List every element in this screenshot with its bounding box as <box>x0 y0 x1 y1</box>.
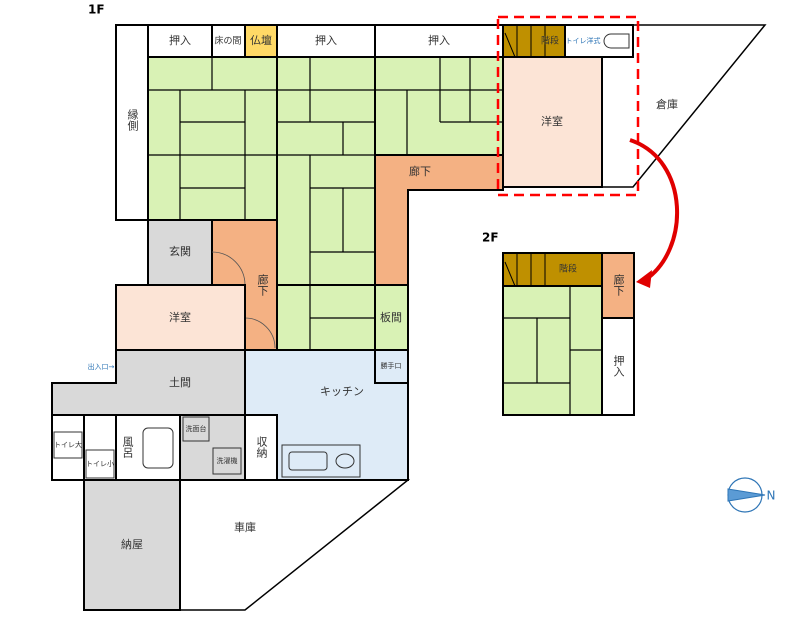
western-room-lower <box>115 284 246 351</box>
western-room-upper-label: 洋室 <box>541 114 563 128</box>
itama-label: 板間 <box>380 310 402 324</box>
storehouse <box>602 24 767 188</box>
bath-label: 風呂 <box>121 436 134 459</box>
oshiire-2f-label: 押入 <box>612 354 625 377</box>
oshiire-3-label: 押入 <box>428 33 450 47</box>
engawa-label: 縁側 <box>126 108 139 131</box>
entrance-label: 出入口→ <box>88 362 115 371</box>
floor-label-1f: 1F <box>88 3 105 17</box>
bathtub <box>142 427 174 469</box>
oshiire-1-label: 押入 <box>169 33 191 47</box>
kitchen-label: キッチン <box>320 385 364 398</box>
floor-label-2f: 2F <box>482 231 499 245</box>
toilet-small-label: トイレ小 <box>86 459 114 468</box>
washer <box>212 447 242 475</box>
oshiire-2-label: 押入 <box>315 33 337 47</box>
back-door-label: 勝手口 <box>381 361 402 370</box>
oshiire-3 <box>374 24 504 58</box>
western-room-upper <box>502 56 603 188</box>
arrow-to-2f <box>629 138 680 282</box>
washer-label: 洗濯機 <box>217 456 238 465</box>
hallway-upper-label: 廊下 <box>409 164 431 178</box>
arrow-head-icon <box>636 270 652 288</box>
doma <box>51 349 246 416</box>
second-floor: 階段 廊下 押入 <box>502 252 635 416</box>
tatami-room-3 <box>374 56 504 156</box>
garage-label: 車庫 <box>234 520 256 534</box>
compass: N <box>727 477 776 513</box>
stairs-1f <box>502 24 566 58</box>
barn <box>83 479 181 611</box>
storage <box>244 414 278 481</box>
highlight-box <box>496 15 640 197</box>
hallway-2f-label: 廊下 <box>612 273 625 297</box>
compass-north-label: N <box>767 489 776 503</box>
stairs-2f <box>502 252 603 287</box>
stairs-2f-label: 階段 <box>559 263 577 275</box>
first-floor: 縁側 押入 床の間 仏壇 押入 押入 廊下 玄関 廊下 洋室 板間 出入口→ <box>51 15 767 611</box>
kitchen-sink <box>281 444 361 478</box>
storage-label: 収納 <box>255 436 268 459</box>
toilet-large-label: トイレ大 <box>54 440 82 449</box>
barn-label: 納屋 <box>121 538 143 551</box>
washbasin-label: 洗面台 <box>186 424 207 433</box>
genkan <box>147 219 213 286</box>
tatami-room-2 <box>276 56 376 286</box>
hallway-mid-label: 廊下 <box>256 273 269 297</box>
doma-label: 土間 <box>169 376 191 389</box>
oshiire-2f <box>601 317 635 416</box>
toilet-western-label: トイレ洋式 <box>566 36 601 45</box>
door-swing <box>211 251 276 349</box>
hallway-upper <box>374 154 504 286</box>
tatami-mats <box>148 57 503 285</box>
garage <box>180 479 411 611</box>
hallway-2f <box>601 252 635 319</box>
washbasin <box>182 416 210 442</box>
back-door <box>374 349 409 384</box>
toilet-bowl-icon <box>603 33 630 49</box>
tokonoma-label: 床の間 <box>214 35 241 47</box>
western-room-lower-label: 洋室 <box>169 310 191 324</box>
butsudan-label: 仏壇 <box>250 33 272 47</box>
storehouse-label: 倉庫 <box>656 97 678 111</box>
genkan-label: 玄関 <box>169 244 191 258</box>
engawa-room <box>115 24 149 221</box>
stairs-1f-label: 階段 <box>541 35 559 47</box>
itama <box>374 284 409 351</box>
